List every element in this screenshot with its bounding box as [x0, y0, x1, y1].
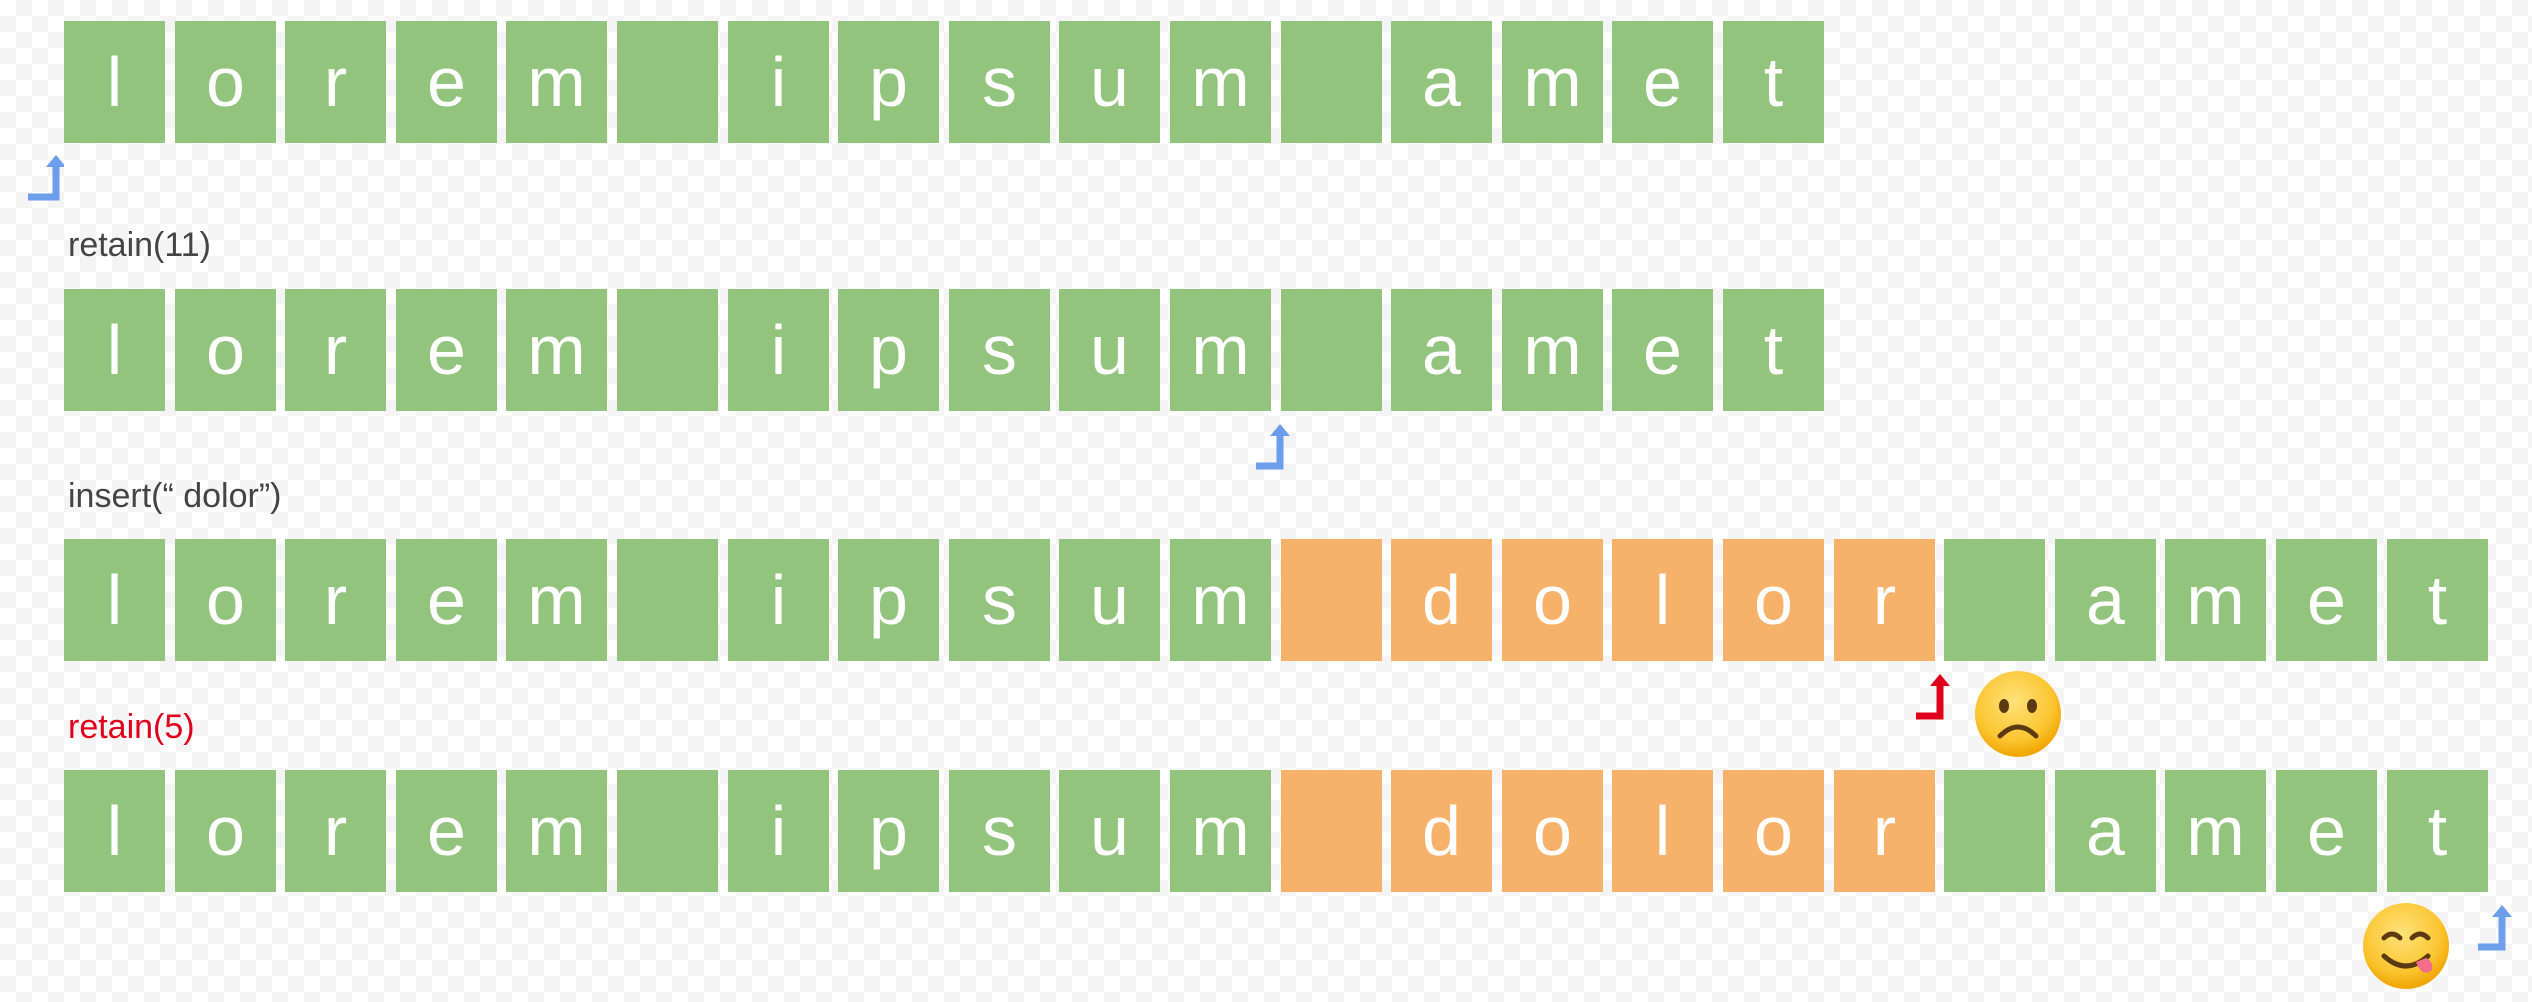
char-cell: m [506, 770, 607, 892]
char-cell: t [1723, 21, 1824, 143]
char-cell: m [506, 21, 607, 143]
char-cell: e [2276, 770, 2377, 892]
cursor-error-icon [1912, 672, 1952, 722]
char-cell [617, 21, 718, 143]
inserted-char-cell: o [1502, 539, 1603, 661]
op-label-retain-5: retain(5) [68, 708, 195, 746]
inserted-char-cell: r [1834, 539, 1935, 661]
char-cell: s [949, 289, 1050, 411]
frowning-face-icon [1972, 668, 2064, 760]
char-cell: r [285, 21, 386, 143]
char-cell: t [1723, 289, 1824, 411]
char-cell: m [1170, 289, 1271, 411]
op-label-insert-dolor: insert(“ dolor”) [68, 477, 282, 515]
char-cell [617, 539, 718, 661]
char-cell: m [1502, 289, 1603, 411]
char-cell: a [2055, 539, 2156, 661]
inserted-char-cell: l [1612, 539, 1713, 661]
char-cell: l [64, 770, 165, 892]
cursor-icon [2474, 903, 2514, 953]
char-cell: a [1391, 21, 1492, 143]
char-cell: m [506, 539, 607, 661]
char-cell: l [64, 539, 165, 661]
inserted-char-cell: o [1723, 539, 1824, 661]
char-cell: i [728, 289, 829, 411]
char-cell [1281, 21, 1382, 143]
char-cell: t [2387, 770, 2488, 892]
char-cell: o [175, 539, 276, 661]
char-cell: m [2165, 770, 2266, 892]
char-cell: l [64, 21, 165, 143]
char-cell: m [1170, 539, 1271, 661]
char-cell [1944, 770, 2045, 892]
char-cell: p [838, 770, 939, 892]
char-cell: i [728, 539, 829, 661]
char-cell: l [64, 289, 165, 411]
inserted-char-cell: d [1391, 539, 1492, 661]
char-cell: u [1059, 289, 1160, 411]
char-cell: s [949, 770, 1050, 892]
char-cell: p [838, 289, 939, 411]
char-cell: r [285, 289, 386, 411]
char-cell: e [1612, 21, 1713, 143]
char-cell: e [396, 21, 497, 143]
char-cell [617, 770, 718, 892]
inserted-char-cell: o [1723, 770, 1824, 892]
char-cell [617, 289, 718, 411]
char-cell: e [396, 539, 497, 661]
char-cell: m [1502, 21, 1603, 143]
char-cell: a [1391, 289, 1492, 411]
char-cell: m [2165, 539, 2266, 661]
char-cell: m [506, 289, 607, 411]
char-cell: p [838, 21, 939, 143]
char-cell: u [1059, 539, 1160, 661]
char-cell: t [2387, 539, 2488, 661]
char-cell [1281, 289, 1382, 411]
inserted-char-cell: r [1834, 770, 1935, 892]
char-cell: o [175, 21, 276, 143]
char-cell: r [285, 539, 386, 661]
char-cell [1944, 539, 2045, 661]
char-cell: i [728, 770, 829, 892]
cursor-icon [1252, 422, 1292, 472]
char-cell: m [1170, 770, 1271, 892]
char-cell: m [1170, 21, 1271, 143]
inserted-char-cell: d [1391, 770, 1492, 892]
char-cell: r [285, 770, 386, 892]
char-cell: o [175, 770, 276, 892]
char-cell: e [396, 770, 497, 892]
char-cell: e [1612, 289, 1713, 411]
char-cell: e [2276, 539, 2377, 661]
char-cell: e [396, 289, 497, 411]
cursor-icon [24, 153, 64, 203]
char-cell: u [1059, 21, 1160, 143]
char-cell: s [949, 539, 1050, 661]
char-cell: s [949, 21, 1050, 143]
char-cell: i [728, 21, 829, 143]
op-label-retain-11: retain(11) [68, 226, 211, 264]
inserted-char-cell: o [1502, 770, 1603, 892]
char-cell: p [838, 539, 939, 661]
face-savoring-food-icon [2360, 900, 2452, 992]
inserted-char-cell [1281, 770, 1382, 892]
inserted-char-cell: l [1612, 770, 1713, 892]
char-cell: a [2055, 770, 2156, 892]
inserted-char-cell [1281, 539, 1382, 661]
char-cell: o [175, 289, 276, 411]
char-cell: u [1059, 770, 1160, 892]
